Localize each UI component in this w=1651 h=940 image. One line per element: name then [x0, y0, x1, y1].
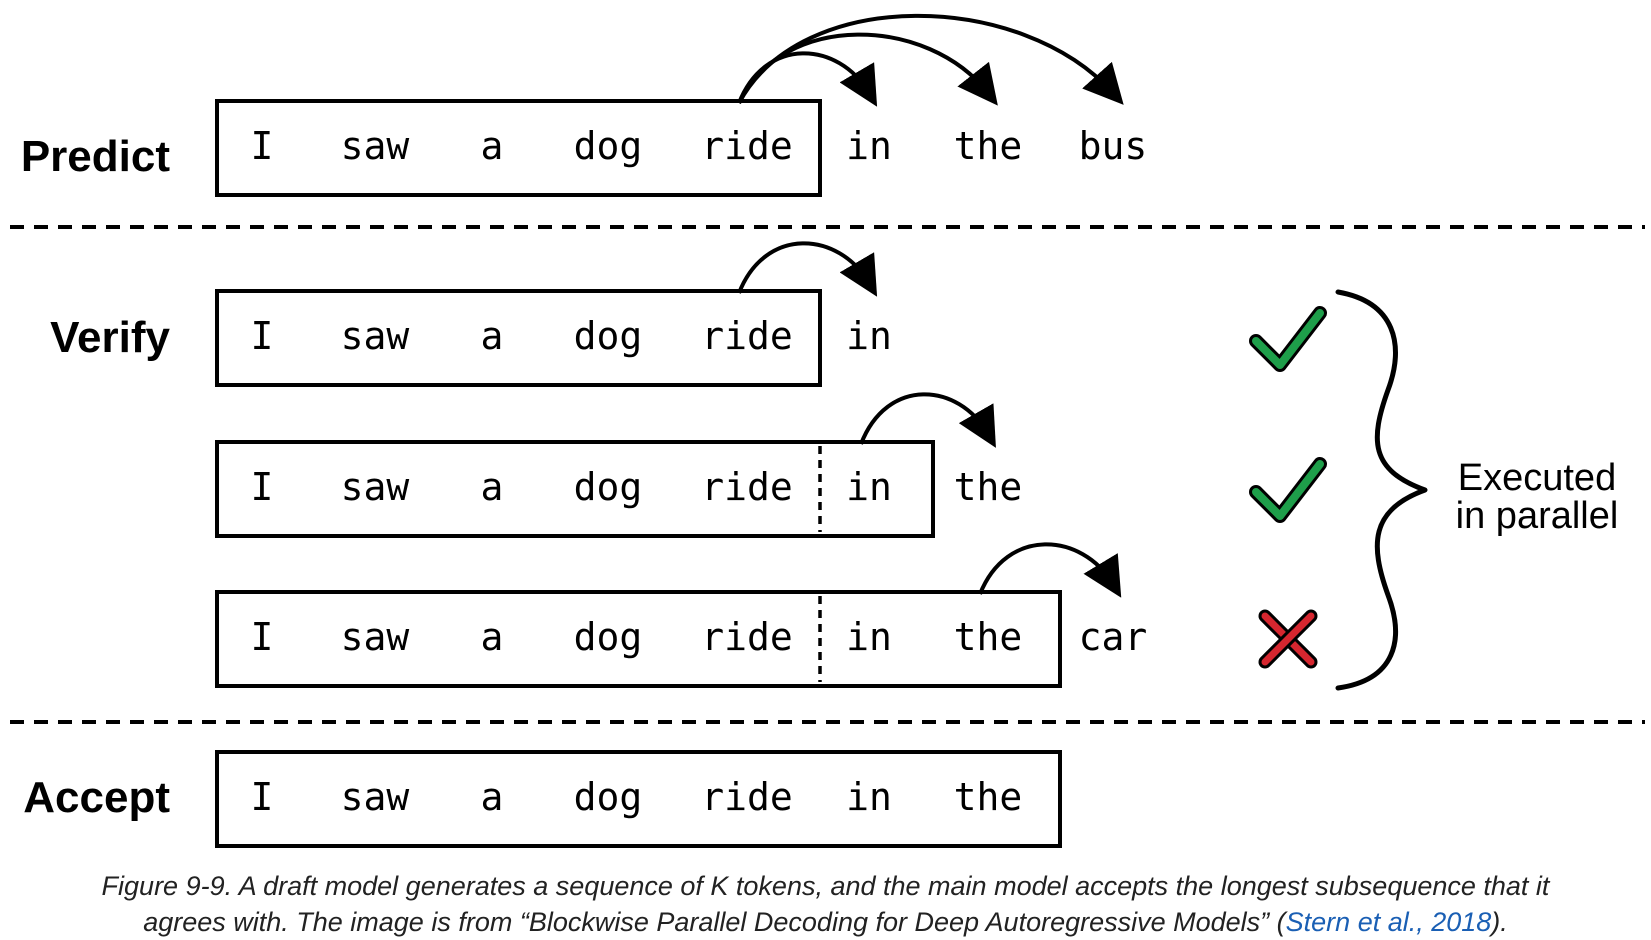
- prediction-arrow: [859, 392, 996, 448]
- stage-label-verify: Verify: [50, 313, 170, 362]
- context-token: ride: [701, 615, 793, 659]
- context-token: in: [846, 775, 892, 819]
- token-box: [215, 440, 935, 538]
- predicted-token: the: [954, 465, 1023, 509]
- caption-line-2-suffix: ).: [1491, 907, 1508, 937]
- prediction-arrow: [737, 32, 998, 106]
- predicted-token: car: [1079, 615, 1148, 659]
- context-token: a: [481, 314, 504, 358]
- figure-caption: Figure 9-9. A draft model generates a se…: [0, 868, 1651, 940]
- predicted-token: in: [846, 124, 892, 168]
- context-token: dog: [574, 775, 643, 819]
- context-token: ride: [701, 314, 793, 358]
- context-token: a: [481, 615, 504, 659]
- context-token: saw: [341, 124, 410, 168]
- context-token: I: [251, 314, 274, 358]
- context-token: saw: [341, 615, 410, 659]
- context-token: ride: [701, 465, 793, 509]
- predicted-token: in: [846, 314, 892, 358]
- prediction-arrow: [978, 542, 1122, 598]
- caption-line-2: agrees with. The image is from “Blockwis…: [0, 904, 1651, 940]
- context-token: a: [481, 465, 504, 509]
- parallel-brace: [1335, 289, 1428, 691]
- context-token: saw: [341, 775, 410, 819]
- stage-label-accept: Accept: [23, 773, 170, 822]
- context-token: a: [481, 124, 504, 168]
- context-token: I: [251, 615, 274, 659]
- check-icon-fill: [1252, 309, 1324, 369]
- token-box: [215, 590, 1062, 688]
- context-token: ride: [701, 124, 793, 168]
- context-token: dog: [574, 124, 643, 168]
- parallel-note-line2: in parallel: [1456, 495, 1619, 537]
- context-token: the: [954, 775, 1023, 819]
- stage-label-predict: Predict: [21, 132, 171, 181]
- drafted-token: the: [954, 615, 1023, 659]
- predicted-token: the: [954, 124, 1023, 168]
- caption-line-2-prefix: agrees with. The image is from “Blockwis…: [143, 907, 1286, 937]
- token-box: [215, 750, 1062, 848]
- context-token: dog: [574, 615, 643, 659]
- context-token: I: [251, 775, 274, 819]
- cross-icon-fill: [1261, 612, 1315, 666]
- citation-link[interactable]: Stern et al., 2018: [1285, 907, 1492, 937]
- context-token: a: [481, 775, 504, 819]
- token-box: [215, 289, 822, 387]
- caption-line-1: Figure 9-9. A draft model generates a se…: [101, 871, 1550, 901]
- parallel-note-line1: Executed: [1458, 457, 1616, 499]
- context-token: I: [251, 124, 274, 168]
- context-token: dog: [574, 314, 643, 358]
- context-token: ride: [701, 775, 793, 819]
- context-token: I: [251, 465, 274, 509]
- drafted-token: in: [846, 615, 892, 659]
- check-icon-fill: [1252, 460, 1324, 520]
- drafted-token: in: [846, 465, 892, 509]
- context-token: saw: [341, 465, 410, 509]
- context-token: saw: [341, 314, 410, 358]
- token-box: [215, 99, 822, 197]
- prediction-arrow: [737, 13, 1124, 105]
- predicted-token: bus: [1079, 124, 1148, 168]
- prediction-arrow: [737, 241, 878, 297]
- context-token: dog: [574, 465, 643, 509]
